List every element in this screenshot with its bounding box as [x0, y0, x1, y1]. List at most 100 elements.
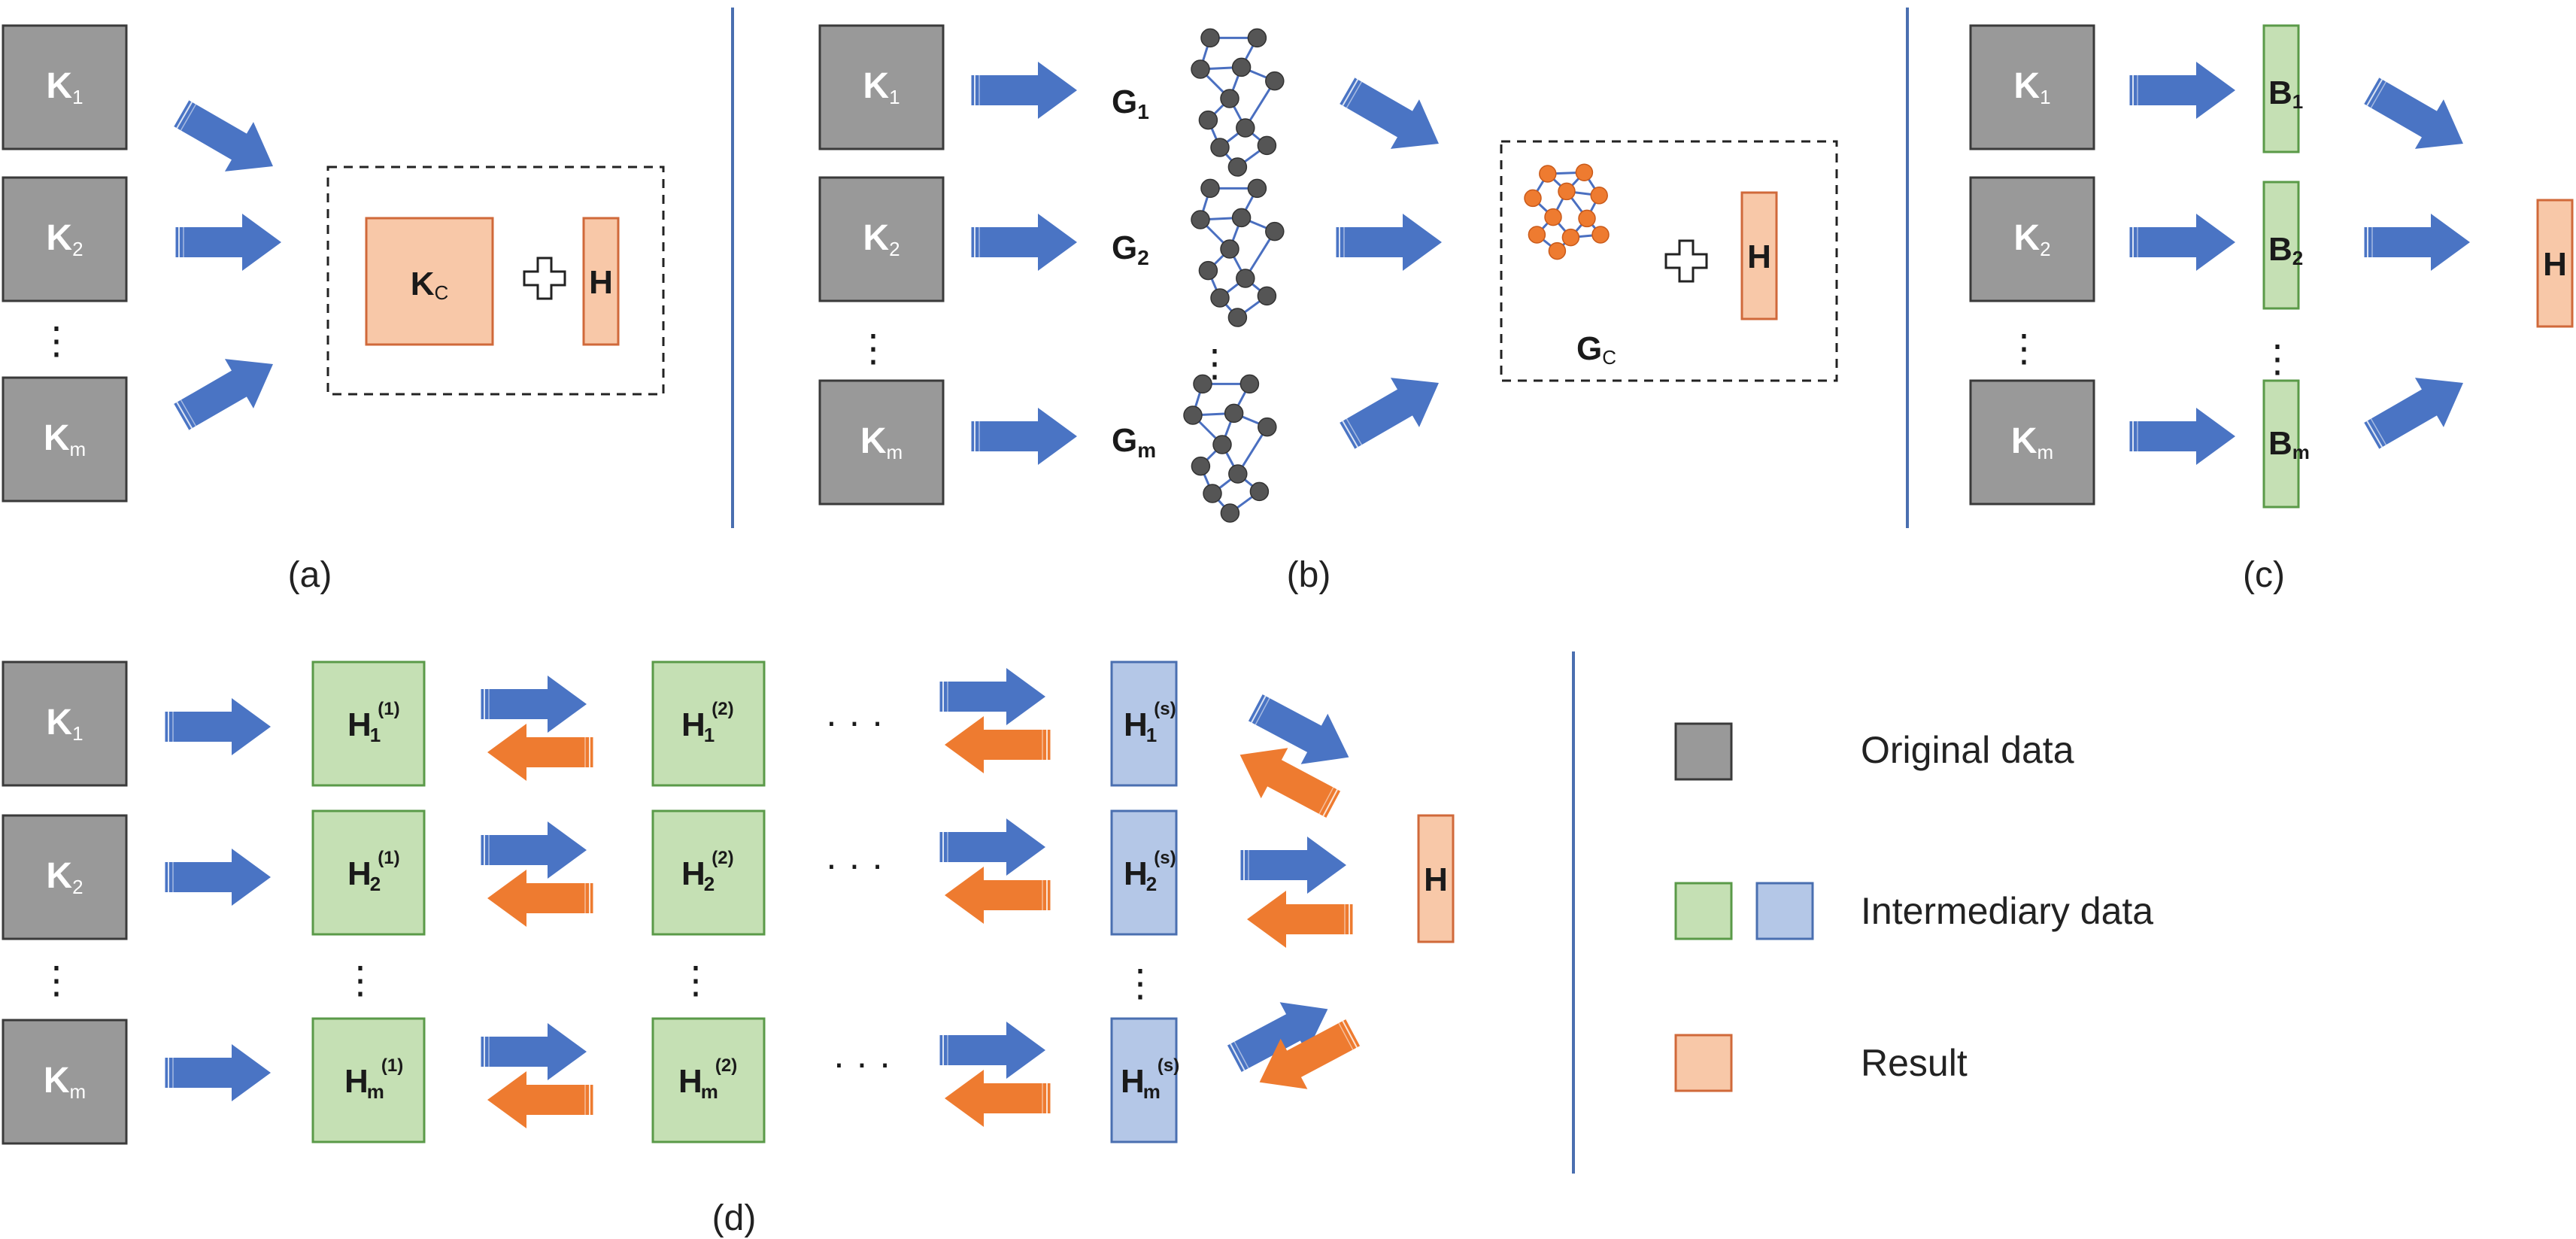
vertical-ellipsis: ⋮ [341, 959, 387, 1001]
arrow [1330, 64, 1455, 170]
graph-node [1524, 189, 1542, 208]
arrow-backward [943, 865, 1053, 925]
graph-node [1183, 405, 1203, 425]
graph-node [1203, 484, 1222, 503]
kernel-box: Km [2, 376, 128, 503]
legend-swatch-orange [1674, 1034, 1733, 1092]
graph-node [1220, 239, 1239, 259]
graph-node [1236, 269, 1255, 288]
arrow-backward [943, 1068, 1053, 1128]
graph-node [1249, 481, 1270, 502]
arrow [2127, 60, 2237, 120]
graph-node [1548, 241, 1567, 260]
vertical-ellipsis: ⋮ [38, 959, 83, 1001]
vertical-ellipsis: ⋮ [677, 959, 722, 1001]
vertical-ellipsis: ⋮ [38, 320, 83, 362]
partition-matrix: Bm [2262, 379, 2310, 509]
graph-node [1257, 286, 1277, 306]
svg-text:Km: Km [2011, 421, 2053, 463]
kernel-box: K1 [2, 660, 128, 787]
svg-text:Hm(2): Hm(2) [678, 1055, 737, 1103]
panel-a: K1 K2 ⋮ Km KC H [2, 24, 665, 595]
svg-text:H1(s): H1(s) [1124, 699, 1176, 746]
graph-node [1227, 308, 1248, 327]
kernel-box: Km [818, 379, 945, 506]
kernel-box: Km [2, 1019, 128, 1145]
vertical-ellipsis: ⋮ [2005, 327, 2050, 369]
graph-network [1191, 28, 1285, 177]
panel-label: (d) [712, 1198, 757, 1238]
svg-text:Km: Km [44, 1061, 86, 1103]
arrow-backward [1246, 889, 1355, 949]
intermediate-matrix: H2(2) [651, 809, 766, 936]
arrow-backward [486, 1070, 596, 1130]
arrow-backward [486, 722, 596, 782]
graph-node [1539, 165, 1557, 183]
svg-text:K2: K2 [863, 218, 900, 260]
svg-text:H2(2): H2(2) [681, 848, 734, 895]
svg-text:H: H [2543, 246, 2567, 283]
graph-node [1191, 59, 1210, 79]
kernel-box: K1 [1969, 24, 2095, 150]
graph-network [1183, 374, 1277, 523]
result-h: H [1417, 814, 1455, 943]
svg-text:K2: K2 [2013, 218, 2050, 260]
plus-icon [523, 257, 566, 300]
partition-matrix: B2 [2262, 181, 2303, 310]
svg-text:H2(1): H2(1) [347, 848, 400, 895]
graph-node [1561, 228, 1580, 247]
arrow [2362, 212, 2471, 272]
graph-node [1198, 260, 1218, 281]
consensus-graph-label: GC [1576, 330, 1616, 369]
panel-label: (c) [2243, 555, 2285, 595]
result-h: H [2536, 199, 2574, 328]
kernel-box: K2 [2, 176, 128, 302]
graph-node [1220, 89, 1239, 108]
graph-node [1590, 187, 1608, 205]
graph-node [1224, 403, 1244, 424]
arrow-forward [937, 1020, 1047, 1080]
arrow-backward [943, 715, 1053, 775]
kernel-box: K2 [1969, 176, 2095, 302]
graph-node [1265, 221, 1285, 241]
svg-text:K1: K1 [46, 66, 83, 108]
legend-result-label: Result [1861, 1042, 1968, 1084]
intermediate-matrix: Hm(s) [1110, 1017, 1179, 1143]
intermediate-matrix: Hm(2) [651, 1017, 766, 1143]
legend-swatch-blue [1755, 882, 1814, 940]
legend-original-label: Original data [1861, 729, 2074, 771]
consensus-kernel: KC [365, 217, 494, 346]
graph-node [1575, 163, 1594, 181]
horizontal-ellipsis: · · · [833, 1042, 891, 1084]
graph-node [1227, 157, 1248, 177]
svg-text:Hm(s): Hm(s) [1121, 1055, 1179, 1103]
graph-node [1236, 118, 1255, 138]
graph-node [1578, 209, 1596, 228]
svg-text:H1(2): H1(2) [681, 699, 734, 746]
arrow [173, 212, 283, 272]
svg-text:Km: Km [860, 421, 903, 463]
horizontal-ellipsis: · · · [825, 700, 884, 742]
kernel-box: Km [1969, 379, 2095, 506]
graph-label: G1 [1112, 84, 1149, 123]
fusion-box [326, 166, 665, 396]
graph-node [1528, 226, 1546, 244]
partition-matrix: B1 [2262, 24, 2303, 153]
arrow [969, 212, 1079, 272]
svg-text:K1: K1 [2013, 66, 2050, 108]
panel-label: (a) [288, 555, 332, 595]
graph-node [1228, 464, 1248, 484]
svg-text:H2(s): H2(s) [1124, 848, 1176, 895]
intermediate-matrix: H1(2) [651, 660, 766, 787]
intermediate-matrix: H2(s) [1110, 809, 1178, 936]
graph-node [1247, 28, 1267, 48]
graph-node [1198, 110, 1218, 130]
arrow [162, 697, 272, 757]
legend-swatch-gray [1674, 722, 1733, 781]
svg-text:K1: K1 [46, 703, 83, 745]
arrow-forward [1238, 835, 1348, 895]
graph-node [1544, 208, 1562, 226]
graph-node [1210, 288, 1230, 308]
result-h: H [582, 217, 620, 346]
